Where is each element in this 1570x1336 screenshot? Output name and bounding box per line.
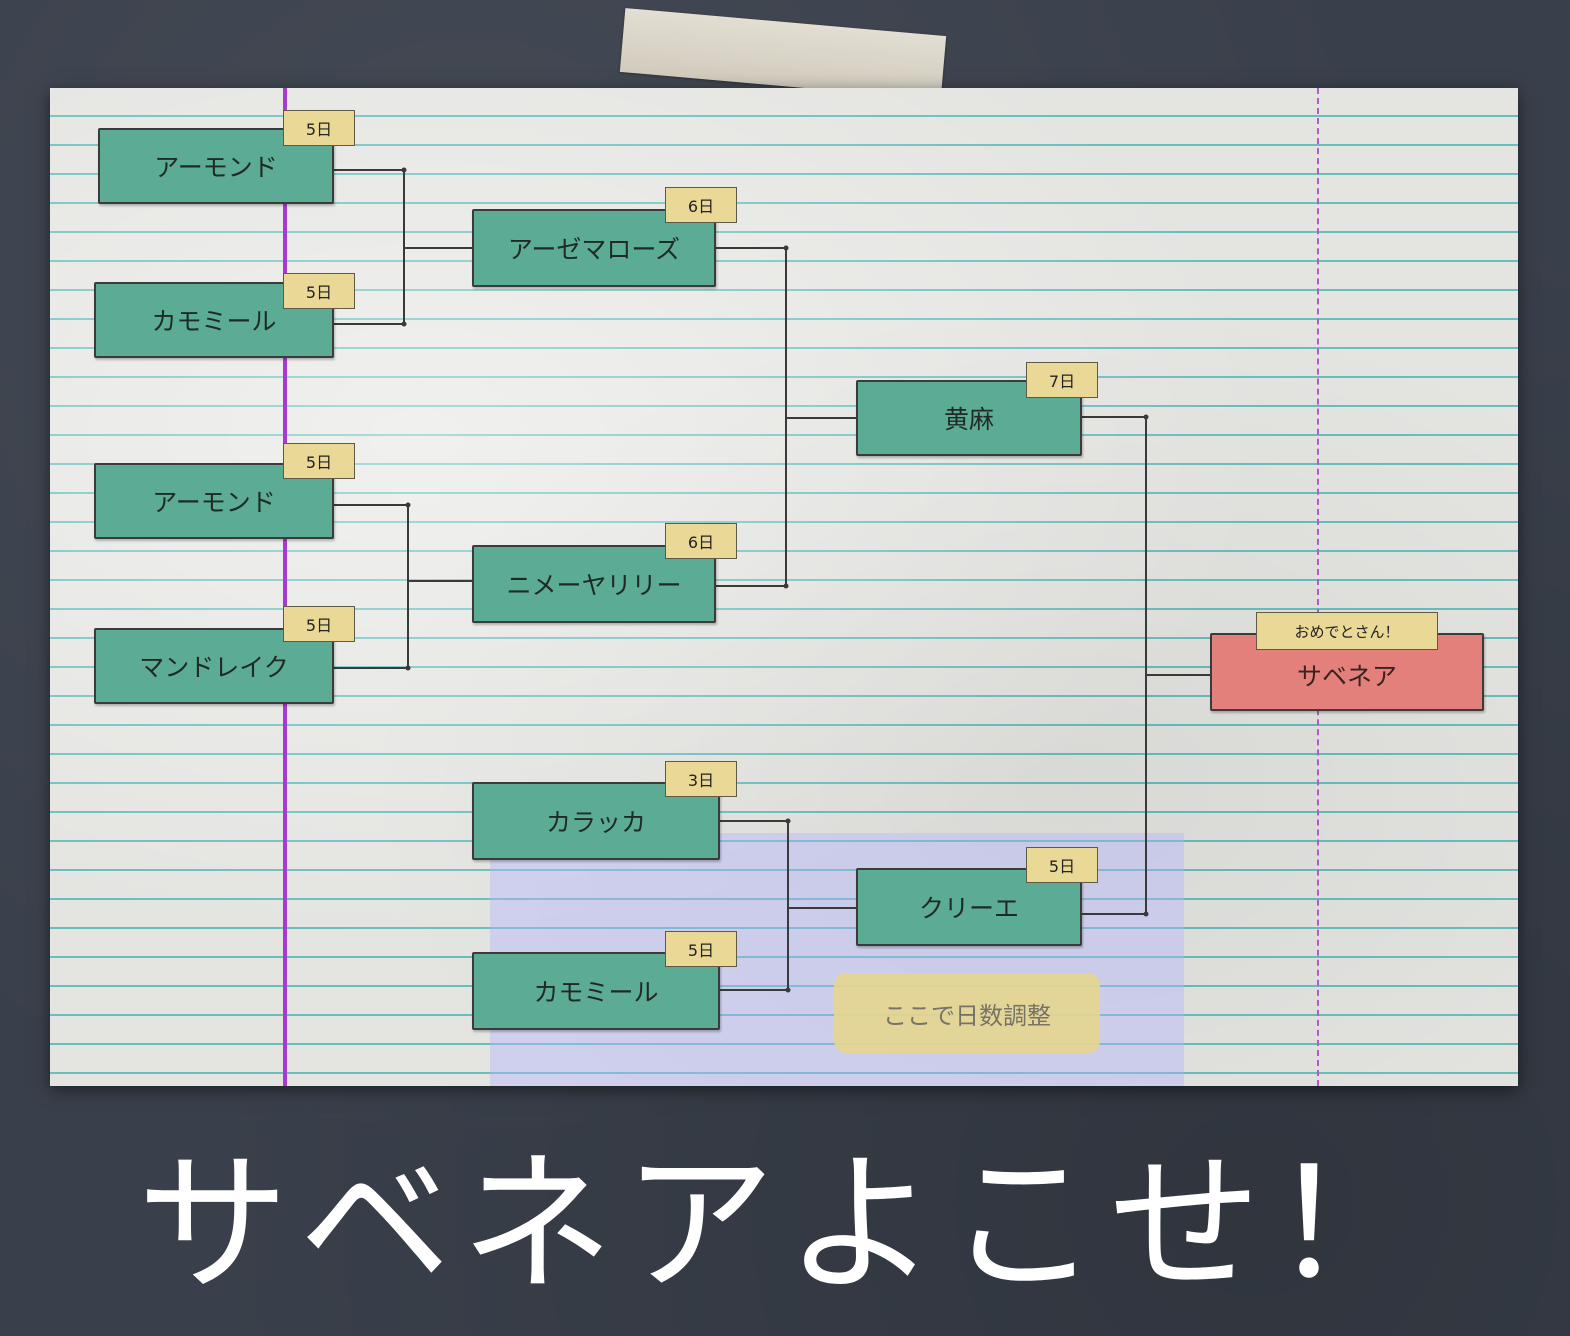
days-badge: 5日 — [665, 931, 737, 967]
days-badge: 5日 — [283, 110, 355, 146]
margin-line-left — [283, 88, 287, 1086]
node-label: アーゼマローズ — [507, 235, 681, 264]
congrats-banner: おめでとさん！ — [1256, 612, 1438, 650]
days-badge: 5日 — [1026, 847, 1098, 883]
slogan: サベネアよこせ！ — [137, 1136, 1433, 1313]
adjust-note: ここで日数調整 — [834, 973, 1100, 1053]
node-label: カラッカ — [545, 808, 646, 837]
node-label: アーモンド — [154, 153, 278, 182]
bracket-node-r3[interactable]: 黄麻 — [856, 380, 1082, 456]
days-badge: 7日 — [1026, 362, 1098, 398]
margin-line-right — [1317, 88, 1319, 1086]
connector-final — [1082, 416, 1147, 915]
tape-strip — [619, 8, 947, 100]
bracket-connectors — [334, 167, 1212, 993]
days-badge: 6日 — [665, 187, 737, 223]
node-label: マンドレイク — [139, 653, 289, 682]
node-label: ニメーヤリリー — [506, 571, 682, 600]
days-badge: 5日 — [283, 443, 355, 479]
notebook-paper: アーモンド 5日 カモミール 5日 アーモンド 5日 マンドレイク 5日 アーゼ… — [50, 88, 1518, 1086]
node-label: 黄麻 — [943, 405, 994, 434]
node-label: クリーエ — [918, 894, 1019, 923]
days-badge: 5日 — [283, 606, 355, 642]
days-badge: 5日 — [283, 273, 355, 309]
node-label: カモミール — [533, 978, 659, 1007]
node-label: アーモンド — [152, 488, 276, 517]
bracket-node-r1-4[interactable]: マンドレイク — [94, 628, 334, 704]
connector-side — [720, 820, 789, 991]
node-label: カモミール — [151, 307, 277, 336]
node-label: サベネア — [1296, 662, 1397, 691]
days-badge: 6日 — [665, 523, 737, 559]
days-badge: 3日 — [665, 761, 737, 797]
connector-r1-bottom — [334, 504, 409, 669]
